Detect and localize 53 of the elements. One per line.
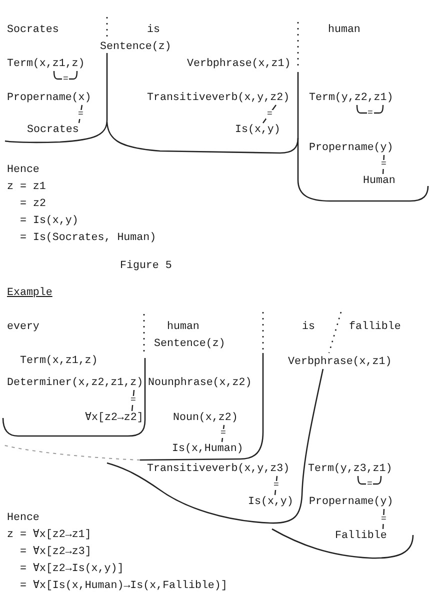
equation-text: z = ∀x[z2→z1]: [7, 529, 92, 541]
edge-label: =: [266, 110, 274, 118]
formula-text: Sentence(z): [154, 338, 226, 350]
edge-label: =: [77, 110, 84, 118]
word-text: Human: [363, 175, 396, 187]
formula-text: ∀x[z2→z2]: [85, 412, 144, 424]
formula-text: Verbphrase(x,z1): [187, 58, 291, 70]
connector-line: [221, 424, 225, 442]
formula-text: Term(y,z3,z1): [308, 463, 392, 475]
formula-text: Propername(x): [7, 92, 92, 104]
word-text: is: [147, 24, 160, 36]
edge-label: =: [130, 396, 137, 405]
connector-line: [78, 104, 83, 124]
word-text: is: [302, 321, 315, 333]
formula-text: Sentence(z): [100, 41, 172, 53]
equation-text: = Is(x,y): [20, 215, 78, 227]
section-heading: Example: [7, 287, 52, 299]
formula-text: Term(y,z2,z1): [309, 92, 394, 104]
formula-text: Verbphrase(x,z1): [288, 356, 392, 368]
figure-caption: Figure 5: [120, 260, 172, 272]
formula-text: Determiner(x,z2,z1,z): [7, 377, 144, 389]
word-text: human: [167, 321, 200, 333]
equation-text: = Is(Socrates, Human): [20, 232, 156, 244]
formula-text: Propername(y): [309, 142, 394, 154]
formula-text: Transitiveverb(x,y,z3): [147, 463, 290, 475]
word-text: Fallible: [335, 530, 387, 542]
formula-text: Is(x,y): [235, 124, 280, 136]
equation-text: = ∀x[z2→Is(x,y)]: [20, 563, 124, 575]
formula-text: Transitiveverb(x,y,z2): [147, 92, 290, 104]
connector-line: [262, 104, 276, 124]
formula-text: Nounphrase(x,z2): [148, 377, 252, 389]
word-text: Hence: [7, 512, 40, 524]
formula-text: Propername(y): [309, 496, 394, 508]
formula-text: Term(x,z1,z): [20, 355, 98, 367]
equation-text: z = z1: [7, 181, 46, 193]
word-text: fallible: [349, 321, 401, 333]
connector-line: [382, 508, 385, 530]
equation-text: = ∀x[z2→z3]: [20, 546, 92, 558]
word-text: every: [7, 321, 40, 333]
word-text: Hence: [7, 164, 40, 176]
formula-text: Is(x,y): [248, 496, 294, 508]
formula-text: Noun(x,z2): [173, 412, 238, 424]
word-text: Socrates: [7, 24, 59, 36]
equation-text: = z2: [20, 198, 46, 210]
edge-label: =: [380, 514, 388, 524]
formula-text: Is(x,Human): [172, 443, 244, 455]
word-text: human: [328, 24, 360, 36]
word-text: Socrates: [27, 124, 79, 136]
edge-label: =: [380, 160, 388, 169]
formula-text: Term(x,z1,z): [7, 58, 85, 70]
edge-label: =: [272, 481, 280, 490]
equation-text: = ∀x[Is(x,Human)→Is(x,Fallible)]: [20, 580, 228, 592]
edge-label: =: [220, 429, 227, 438]
